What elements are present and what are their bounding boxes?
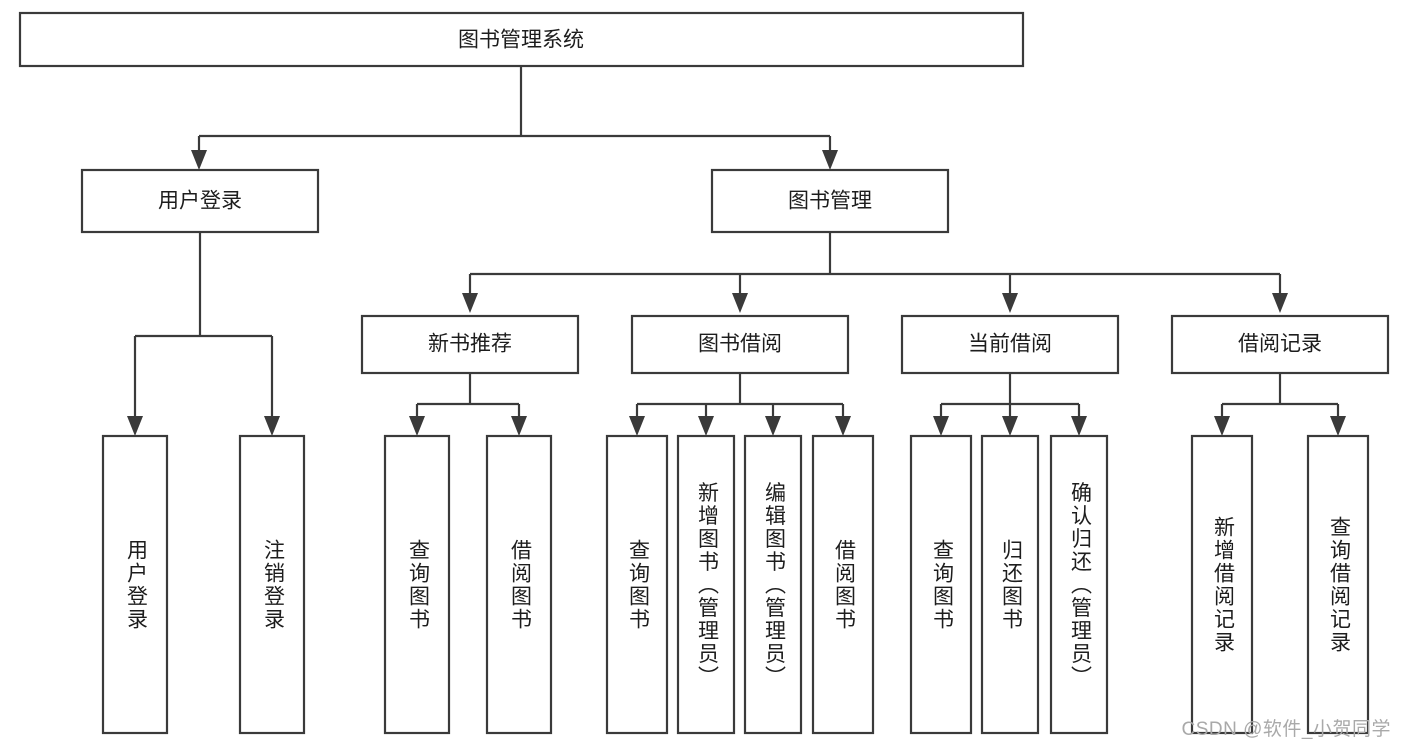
arrow-head-icon	[1002, 293, 1018, 313]
leaf-current-return-book-box	[980, 434, 1040, 735]
connector-user-login-to-leaves	[127, 232, 280, 436]
connector-book-borrow-to-leaves	[629, 373, 851, 436]
leaf-record-add[interactable]: 新增借阅记录	[1190, 434, 1254, 735]
node-borrow-record-label: 借阅记录	[1238, 333, 1322, 356]
arrow-head-icon	[1214, 416, 1230, 436]
leaf-current-query-book-label: 查询图书	[930, 539, 954, 631]
node-book-management-label: 图书管理	[788, 190, 872, 213]
node-borrow-record[interactable]: 借阅记录	[1170, 314, 1390, 375]
connector-root-to-level2	[191, 66, 838, 170]
connector-new-book-recommend-to-leaves	[409, 373, 527, 436]
node-user-login-label: 用户登录	[158, 190, 242, 213]
leaf-record-query-box	[1306, 434, 1370, 735]
node-root[interactable]: 图书管理系统	[18, 11, 1025, 68]
leaf-user-login-box	[101, 434, 169, 735]
leaf-user-logout[interactable]: 注销登录	[238, 434, 306, 735]
arrow-head-icon	[511, 416, 527, 436]
leaf-recommend-query-book[interactable]: 查询图书	[383, 434, 451, 735]
leaf-current-return-book-label: 归还图书	[999, 539, 1023, 631]
leaf-recommend-borrow-book-box	[485, 434, 553, 735]
leaf-recommend-borrow-book-label: 借阅图书	[508, 539, 532, 631]
node-current-borrow-label: 当前借阅	[968, 333, 1052, 356]
leaf-borrow-query-book[interactable]: 查询图书	[605, 434, 669, 735]
arrow-head-icon	[191, 150, 207, 170]
arrow-head-icon	[264, 416, 280, 436]
arrow-head-icon	[698, 416, 714, 436]
leaf-borrow-query-book-box	[605, 434, 669, 735]
node-book-borrow[interactable]: 图书借阅	[630, 314, 850, 375]
leaf-borrow-edit-book-label: 编辑图书（管理员）	[762, 482, 786, 689]
node-root-box	[18, 11, 1025, 68]
arrow-head-icon	[835, 416, 851, 436]
arrow-head-icon	[629, 416, 645, 436]
node-new-book-recommend-box	[360, 314, 580, 375]
leaf-recommend-query-book-label: 查询图书	[406, 539, 430, 631]
arrow-head-icon	[127, 416, 143, 436]
leaf-current-confirm-return[interactable]: 确认归还（管理员）	[1049, 434, 1109, 735]
arrow-head-icon	[1002, 416, 1018, 436]
leaf-user-login[interactable]: 用户登录	[101, 434, 169, 735]
leaf-borrow-query-book-label: 查询图书	[626, 539, 650, 631]
node-book-borrow-label: 图书借阅	[698, 333, 782, 356]
leaf-current-query-book[interactable]: 查询图书	[909, 434, 973, 735]
node-root-label: 图书管理系统	[458, 29, 584, 52]
leaf-current-return-book[interactable]: 归还图书	[980, 434, 1040, 735]
leaf-borrow-add-book-label: 新增图书（管理员）	[695, 482, 719, 689]
leaf-borrow-borrow-book[interactable]: 借阅图书	[811, 434, 875, 735]
leaf-current-confirm-return-label: 确认归还（管理员）	[1068, 482, 1092, 689]
arrow-head-icon	[765, 416, 781, 436]
leaf-current-confirm-return-box	[1049, 434, 1109, 735]
leaf-record-query[interactable]: 查询借阅记录	[1306, 434, 1370, 735]
arrow-head-icon	[822, 150, 838, 170]
leaf-recommend-query-book-box	[383, 434, 451, 735]
leaf-borrow-add-book-box	[676, 434, 736, 735]
leaf-recommend-borrow-book[interactable]: 借阅图书	[485, 434, 553, 735]
arrow-head-icon	[409, 416, 425, 436]
node-user-login-box	[80, 168, 320, 234]
leaf-borrow-borrow-book-box	[811, 434, 875, 735]
arrow-head-icon	[462, 293, 478, 313]
arrow-head-icon	[1071, 416, 1087, 436]
node-new-book-recommend-label: 新书推荐	[428, 333, 512, 356]
arrow-head-icon	[1272, 293, 1288, 313]
connector-current-borrow-to-leaves	[933, 373, 1087, 436]
leaf-record-add-label: 新增借阅记录	[1211, 516, 1235, 654]
leaf-record-add-box	[1190, 434, 1254, 735]
leaf-borrow-edit-book[interactable]: 编辑图书（管理员）	[743, 434, 803, 735]
node-user-login[interactable]: 用户登录	[80, 168, 320, 234]
node-book-management[interactable]: 图书管理	[710, 168, 950, 234]
leaf-borrow-add-book[interactable]: 新增图书（管理员）	[676, 434, 736, 735]
leaf-borrow-borrow-book-label: 借阅图书	[832, 539, 856, 631]
connector-book-management-to-level3	[462, 232, 1288, 313]
node-current-borrow-box	[900, 314, 1120, 375]
node-current-borrow[interactable]: 当前借阅	[900, 314, 1120, 375]
connector-borrow-record-to-leaves	[1214, 373, 1346, 436]
leaf-borrow-edit-book-box	[743, 434, 803, 735]
arrow-head-icon	[933, 416, 949, 436]
arrow-head-icon	[732, 293, 748, 313]
node-new-book-recommend[interactable]: 新书推荐	[360, 314, 580, 375]
leaf-user-login-label: 用户登录	[124, 539, 148, 631]
arrow-head-icon	[1330, 416, 1346, 436]
leaf-record-query-label: 查询借阅记录	[1327, 516, 1351, 654]
leaf-current-query-book-box	[909, 434, 973, 735]
leaf-user-logout-label: 注销登录	[261, 539, 285, 631]
leaf-user-logout-box	[238, 434, 306, 735]
